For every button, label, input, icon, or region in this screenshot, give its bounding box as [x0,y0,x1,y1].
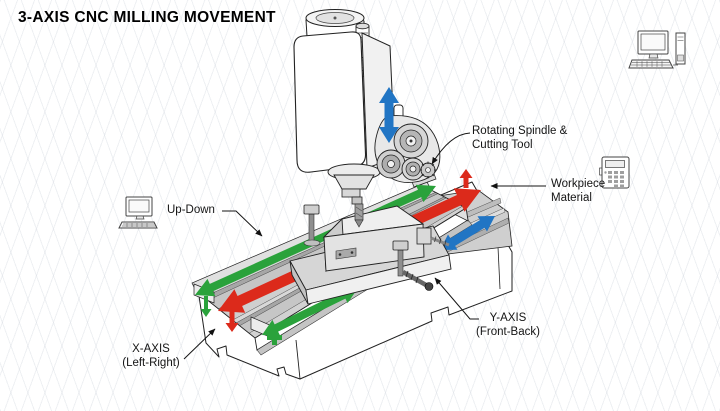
x-plus-sign [267,330,282,345]
x-axis-green-arrow-front [262,287,358,336]
y-axis-label-line1: Y-AXIS [489,312,527,324]
rotating-spindle-label: Rotating Spindle & Cutting Tool [472,125,567,152]
x-axis-leader-line [183,328,216,360]
computer-terminal-icon [118,196,158,229]
workpiece-block [322,205,425,273]
x-axis-label-line2: (Left-Right) [122,356,180,369]
workpiece-label-line1: Workpiece [551,178,606,190]
x-plus-red-arrow [459,169,473,188]
leader-lines [183,132,546,360]
y-axis-leader-line [434,277,479,320]
computer-workstation-icon [628,30,686,69]
up-down-label-text: Up-Down [167,204,215,216]
y-axis-label: Y-AXIS (Front-Back) [470,312,546,339]
up-down-label: Up-Down [167,204,215,218]
z-axis-arrow-layer [379,87,399,143]
x-minus-green-arrow [200,296,212,317]
rotating-spindle-label-line2: Cutting Tool [472,138,533,151]
lead-screw [416,227,450,247]
y-axis-blue-arrow [440,216,495,250]
rotating-spindle-label-line1: Rotating Spindle & [472,125,568,137]
y-axis-label-line2: (Front-Back) [476,325,540,338]
diagram-title: 3-AXIS CNC MILLING MOVEMENT [18,9,276,26]
spindle-head [293,9,404,228]
z-axis-blue-arrow [379,87,399,143]
x-axis-label-line1: X-AXIS [132,343,170,355]
clamp-left [303,204,321,247]
control-keypad-icon [599,156,630,189]
workpiece-material-label: Workpiece Material [551,178,605,205]
x-minus-red-arrow [225,311,239,332]
spindle-gear-train [374,115,441,184]
workpiece-label-line2: Material [551,191,592,204]
x-axis-label: X-AXIS (Left-Right) [104,343,198,370]
clamp-right-with-handle [392,240,434,291]
up-down-leader-line [222,210,263,237]
spindle-leader-line [431,132,471,165]
